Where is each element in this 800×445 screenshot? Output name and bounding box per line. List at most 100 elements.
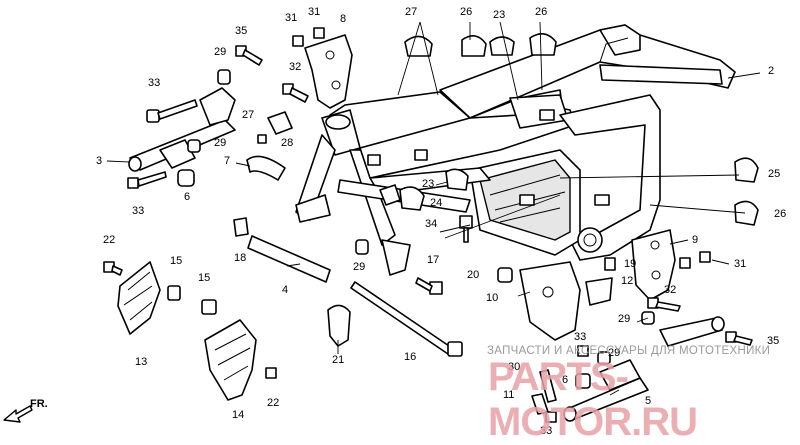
clamp-23a (489, 36, 515, 56)
callout-12: 12 (621, 275, 634, 287)
part-33-bolt-d (545, 411, 557, 423)
part-22-bolt-b (265, 367, 277, 379)
callout-9: 9 (692, 234, 699, 246)
callout-35: 35 (235, 25, 248, 37)
callout-14: 14 (232, 409, 245, 421)
callout-23-b: 23 (422, 178, 435, 190)
part-30-bolt (539, 369, 557, 403)
callout-33-d: 33 (540, 425, 553, 437)
callout-33-c: 33 (574, 331, 587, 343)
part-12-bracket (585, 277, 613, 306)
callout-33-a: 33 (148, 77, 161, 89)
part-17-bolt (415, 277, 443, 295)
callout-13: 13 (135, 356, 148, 368)
callout-31-c: 31 (734, 258, 747, 270)
callout-6-b: 6 (562, 374, 569, 386)
callout-16: 16 (404, 351, 417, 363)
part-21-clip (327, 304, 351, 347)
callout-8: 8 (340, 13, 347, 25)
part-16-long-bolt (350, 281, 463, 357)
callout-20: 20 (467, 269, 480, 281)
callout-26-c: 26 (774, 208, 787, 220)
callout-23-a: 23 (493, 9, 506, 21)
part-34-bolt (459, 215, 473, 243)
callout-7: 7 (224, 155, 231, 167)
part-29-spacer (187, 139, 201, 153)
part-31-bolts-right (679, 251, 711, 269)
watermark-tagline: ЗАПЧАСТИ И АКСЕССУАРЫ ДЛЯ МОТОТЕХНИКИ (487, 345, 771, 357)
callout-31-a: 31 (285, 12, 298, 24)
part-27-clip (267, 111, 293, 135)
part-7-collar (246, 155, 286, 181)
clamp-26b (529, 33, 557, 56)
callout-11: 11 (503, 389, 515, 401)
callout-18: 18 (234, 252, 247, 264)
part-19-plug (604, 257, 616, 271)
part-33-bolt-lower (127, 171, 167, 189)
callout-2: 2 (768, 65, 775, 77)
callout-10: 10 (486, 292, 499, 304)
callout-22-a: 22 (103, 234, 116, 246)
callout-5: 5 (645, 395, 652, 407)
part-32-bolt (282, 83, 309, 103)
callout-17: 17 (427, 254, 440, 266)
callout-27-b: 27 (242, 109, 255, 121)
part-10-bracket (519, 261, 581, 341)
part-35-bolt (235, 45, 263, 66)
watermark-logo: PARTS-MOTOR.RU (488, 355, 698, 444)
part-35-bolt-right (725, 331, 753, 346)
clamp-25 (734, 157, 759, 183)
callout-22-b: 22 (267, 397, 280, 409)
part-33-bolt (146, 99, 198, 123)
callout-32: 32 (289, 61, 302, 73)
part-8-bracket (304, 34, 353, 109)
part-33-bolt-c (577, 345, 589, 357)
callout-33-b: 33 (132, 205, 145, 217)
leader-lines (106, 21, 761, 396)
callout-28: 28 (281, 137, 294, 149)
part-22-bolt (103, 261, 123, 276)
part-5-bracket-bar (563, 316, 725, 422)
callout-29-e: 29 (608, 347, 621, 359)
part-29-nut (217, 69, 231, 85)
callout-35-b: 35 (767, 335, 780, 347)
part-13-cover (117, 261, 161, 335)
front-direction-label: FR. (30, 398, 48, 410)
callout-24: 24 (430, 197, 443, 209)
callout-25: 25 (768, 168, 781, 180)
callout-29-b: 29 (214, 137, 227, 149)
front-bracket (381, 239, 411, 276)
callout-15-b: 15 (198, 272, 211, 284)
callout-30: 30 (508, 361, 521, 373)
part-31-bolts-top (292, 27, 325, 47)
callout-31-b: 31 (308, 6, 321, 18)
part-9-bracket (631, 229, 676, 301)
part-18-plug (233, 217, 249, 237)
part-3-bracket-bar (128, 87, 236, 172)
callout-6-a: 6 (184, 191, 191, 203)
callout-29-c: 29 (353, 261, 366, 273)
callout-29-d: 29 (618, 313, 631, 325)
part-6-spacer-b (575, 373, 591, 389)
callout-19: 19 (624, 258, 637, 270)
callout-27-a: 27 (405, 6, 418, 18)
part-29-nut-c (355, 239, 369, 255)
callout-34: 34 (425, 218, 438, 230)
callout-29-a: 29 (214, 46, 227, 58)
part-32-bolt-right (647, 297, 681, 312)
clamp-26c (734, 200, 759, 226)
callout-15-a: 15 (170, 255, 183, 267)
callout-21: 21 (332, 354, 345, 366)
part-20-nut (497, 267, 513, 283)
part-4-rod (247, 235, 331, 283)
clamp-24 (399, 186, 425, 211)
callout-32-b: 32 (664, 284, 677, 296)
front-direction-arrow-icon (3, 405, 33, 423)
main-frame (295, 24, 736, 261)
clamp-26a (461, 35, 487, 57)
callout-26-a: 26 (460, 6, 473, 18)
callout-4: 4 (282, 284, 289, 296)
part-15-nut-b (201, 299, 217, 315)
part-6-spacer (177, 169, 195, 187)
